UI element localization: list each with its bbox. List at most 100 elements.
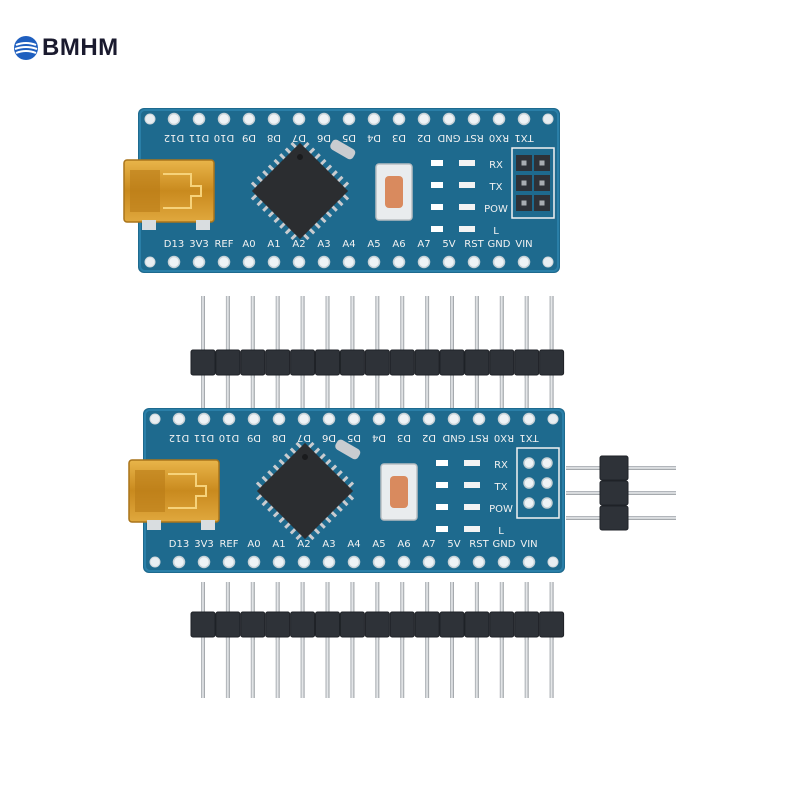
header-pin bbox=[275, 582, 280, 640]
brand-logo: BMHM bbox=[12, 34, 119, 62]
header-block bbox=[389, 349, 415, 376]
microcontroller-chip bbox=[255, 441, 355, 541]
icsp-outline bbox=[511, 147, 555, 219]
led-pad bbox=[431, 204, 443, 210]
icsp-pin bbox=[521, 200, 527, 206]
header-block bbox=[315, 611, 340, 638]
chip-body bbox=[256, 442, 354, 540]
header-block bbox=[464, 611, 490, 638]
pin-label-d9: D9 bbox=[242, 132, 256, 143]
pin-label-d7: D7 bbox=[297, 432, 311, 443]
pin-pad bbox=[192, 255, 206, 269]
header-pin bbox=[549, 296, 554, 378]
pin-pad bbox=[317, 255, 331, 269]
pin-pad bbox=[217, 112, 231, 126]
led-label-l: L bbox=[498, 526, 504, 537]
mounting-hole bbox=[547, 556, 559, 568]
pin-pad bbox=[467, 255, 481, 269]
header-pin bbox=[225, 632, 230, 698]
pin-pad bbox=[347, 412, 361, 426]
pin-pad bbox=[267, 112, 281, 126]
header-pin bbox=[300, 370, 305, 418]
mounting-hole bbox=[547, 413, 559, 425]
header-pin bbox=[275, 370, 280, 418]
pin-pad bbox=[497, 412, 511, 426]
pin-pad bbox=[222, 555, 236, 569]
header-pin bbox=[300, 582, 305, 640]
pin-label-a1: A1 bbox=[267, 239, 280, 250]
pin-label-rst: RST bbox=[469, 539, 489, 550]
header-pin bbox=[425, 632, 430, 698]
header-pin bbox=[474, 632, 479, 698]
pin-pad bbox=[397, 412, 411, 426]
header-pin bbox=[350, 582, 355, 640]
pin-label-d2: D2 bbox=[417, 132, 431, 143]
header-block bbox=[240, 349, 266, 376]
led bbox=[459, 204, 475, 210]
icsp-pin bbox=[539, 180, 545, 186]
led bbox=[464, 460, 480, 466]
header-pin bbox=[400, 632, 405, 698]
pin-label-d3: D3 bbox=[397, 432, 411, 443]
icsp-outline bbox=[516, 447, 560, 519]
chip-body bbox=[251, 142, 349, 240]
header-pin bbox=[225, 582, 230, 640]
header-block bbox=[190, 349, 216, 376]
led-label-pow: POW bbox=[484, 204, 508, 215]
header-pin bbox=[201, 370, 205, 418]
header-pin bbox=[300, 632, 305, 698]
pin-label-vin: VIN bbox=[515, 239, 532, 250]
pin-label-a3: A3 bbox=[317, 239, 330, 250]
header-pin bbox=[425, 370, 430, 418]
usb-tab bbox=[196, 220, 210, 230]
pin-pad bbox=[267, 255, 281, 269]
header-pin bbox=[250, 582, 255, 640]
header-pin bbox=[350, 632, 355, 698]
header-pin bbox=[275, 296, 280, 378]
pin-pad bbox=[442, 112, 456, 126]
pin-pad bbox=[197, 412, 211, 426]
header-pin bbox=[225, 370, 230, 418]
pin-pad bbox=[417, 112, 431, 126]
header-block bbox=[364, 611, 390, 638]
pin-label-d10: D10 bbox=[219, 432, 239, 443]
led-pad bbox=[436, 504, 448, 510]
led bbox=[464, 482, 480, 488]
led-label-tx: TX bbox=[494, 482, 508, 493]
pin-label-d5: D5 bbox=[342, 132, 356, 143]
pin-label-a4: A4 bbox=[347, 539, 360, 550]
header-pin bbox=[499, 370, 504, 418]
pin-pad bbox=[367, 255, 381, 269]
pin-label-d5: D5 bbox=[347, 432, 361, 443]
header-pin bbox=[250, 632, 255, 698]
mounting-hole bbox=[144, 113, 156, 125]
header-pin bbox=[325, 632, 330, 698]
header-pin bbox=[300, 296, 305, 378]
pin-label-d4: D4 bbox=[372, 432, 386, 443]
pin-pad bbox=[297, 555, 311, 569]
header-pin bbox=[325, 582, 330, 640]
pin-pad bbox=[247, 412, 261, 426]
header-pin bbox=[499, 296, 504, 378]
pin-label-a0: A0 bbox=[242, 239, 255, 250]
pin-pad bbox=[517, 112, 531, 126]
header-pin bbox=[524, 632, 529, 698]
mounting-hole bbox=[542, 113, 554, 125]
led-pad bbox=[431, 160, 443, 166]
led bbox=[464, 526, 480, 532]
pin-pad bbox=[367, 112, 381, 126]
pin-label-rst: RST bbox=[468, 432, 488, 443]
pin-label-d8: D8 bbox=[267, 132, 281, 143]
pin-label-d6: D6 bbox=[317, 132, 331, 143]
header-pin bbox=[201, 632, 205, 698]
usb-opening bbox=[130, 170, 160, 212]
pin-label-a5: A5 bbox=[372, 539, 385, 550]
pin-pad bbox=[342, 112, 356, 126]
pin-pad bbox=[442, 255, 456, 269]
pin-label-tx1: TX1 bbox=[519, 432, 539, 443]
header-pin bbox=[250, 296, 255, 378]
brand-name: BMHM bbox=[42, 34, 119, 61]
header-pin bbox=[325, 296, 330, 378]
header-block bbox=[265, 349, 291, 376]
usb-tab bbox=[201, 520, 215, 530]
